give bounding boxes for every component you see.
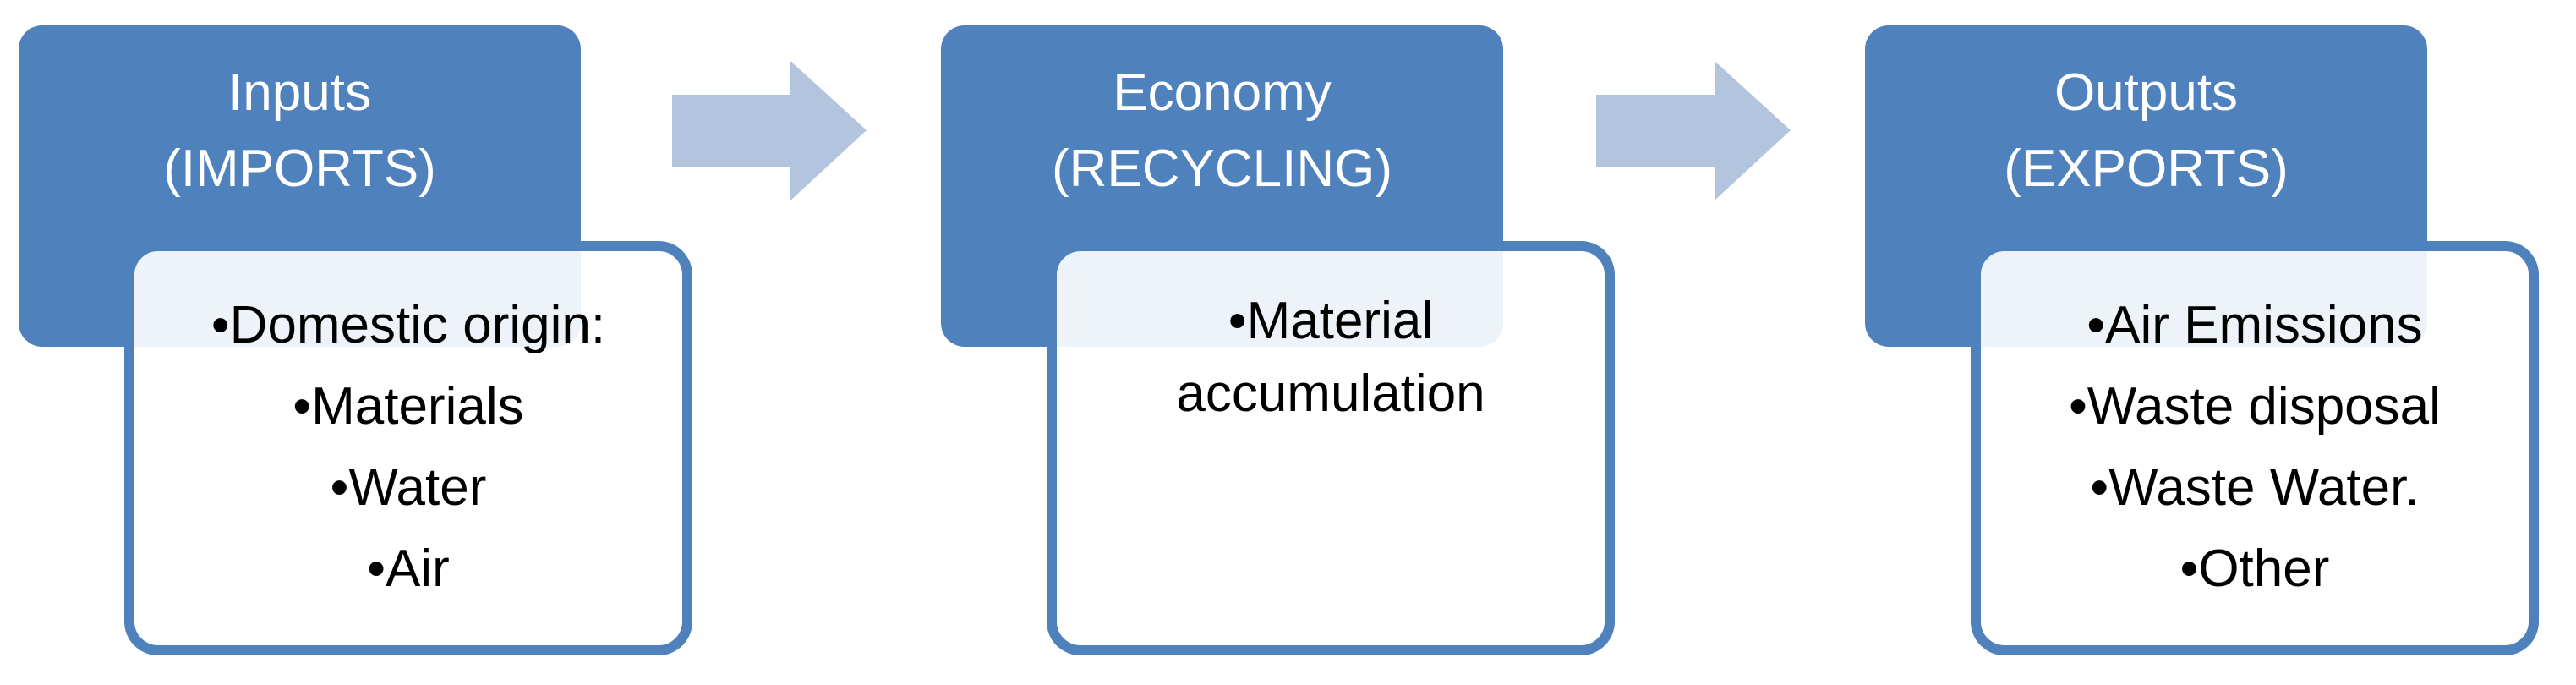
stage-title: Inputs — [228, 63, 371, 123]
stage-item-list: •Air Emissions •Waste disposal •Waste Wa… — [1981, 285, 2529, 610]
stage-inputs: Inputs (IMPORTS) •Domestic origin: •Mate… — [19, 0, 712, 685]
stage-item-list: •Material accumulation — [1057, 285, 1605, 430]
stage-item-list: •Domestic origin: •Materials •Water •Air — [134, 285, 682, 610]
list-item: •Air Emissions — [2087, 296, 2423, 354]
list-item: •Waste disposal — [2069, 377, 2441, 436]
stage-outputs: Outputs (EXPORTS) •Air Emissions •Waste … — [1865, 0, 2558, 685]
stage-detail-box: •Domestic origin: •Materials •Water •Air — [124, 241, 692, 655]
stage-subtitle: (EXPORTS) — [2004, 140, 2289, 198]
stage-title: Outputs — [2054, 63, 2239, 123]
right-arrow-icon — [1596, 61, 1791, 200]
list-item: •Materials — [293, 377, 524, 436]
stage-detail-box: •Material accumulation — [1047, 241, 1615, 655]
list-item: •Waste Water. — [2090, 458, 2420, 517]
stage-header: Outputs (EXPORTS) — [1865, 25, 2427, 237]
list-item: •Other — [2179, 540, 2330, 598]
list-item: •Material accumulation — [1176, 292, 1485, 423]
stage-header: Inputs (IMPORTS) — [19, 25, 581, 237]
list-item: •Air — [367, 540, 450, 598]
stage-title: Economy — [1113, 63, 1332, 123]
right-arrow-icon — [672, 61, 867, 200]
list-item: •Domestic origin: — [211, 296, 606, 354]
list-item: •Water — [330, 458, 487, 517]
stage-economy: Economy (RECYCLING) •Material accumulati… — [941, 0, 1634, 685]
stage-subtitle: (RECYCLING) — [1051, 140, 1393, 198]
stage-detail-box: •Air Emissions •Waste disposal •Waste Wa… — [1971, 241, 2539, 655]
stage-header: Economy (RECYCLING) — [941, 25, 1503, 237]
stage-subtitle: (IMPORTS) — [163, 140, 436, 198]
